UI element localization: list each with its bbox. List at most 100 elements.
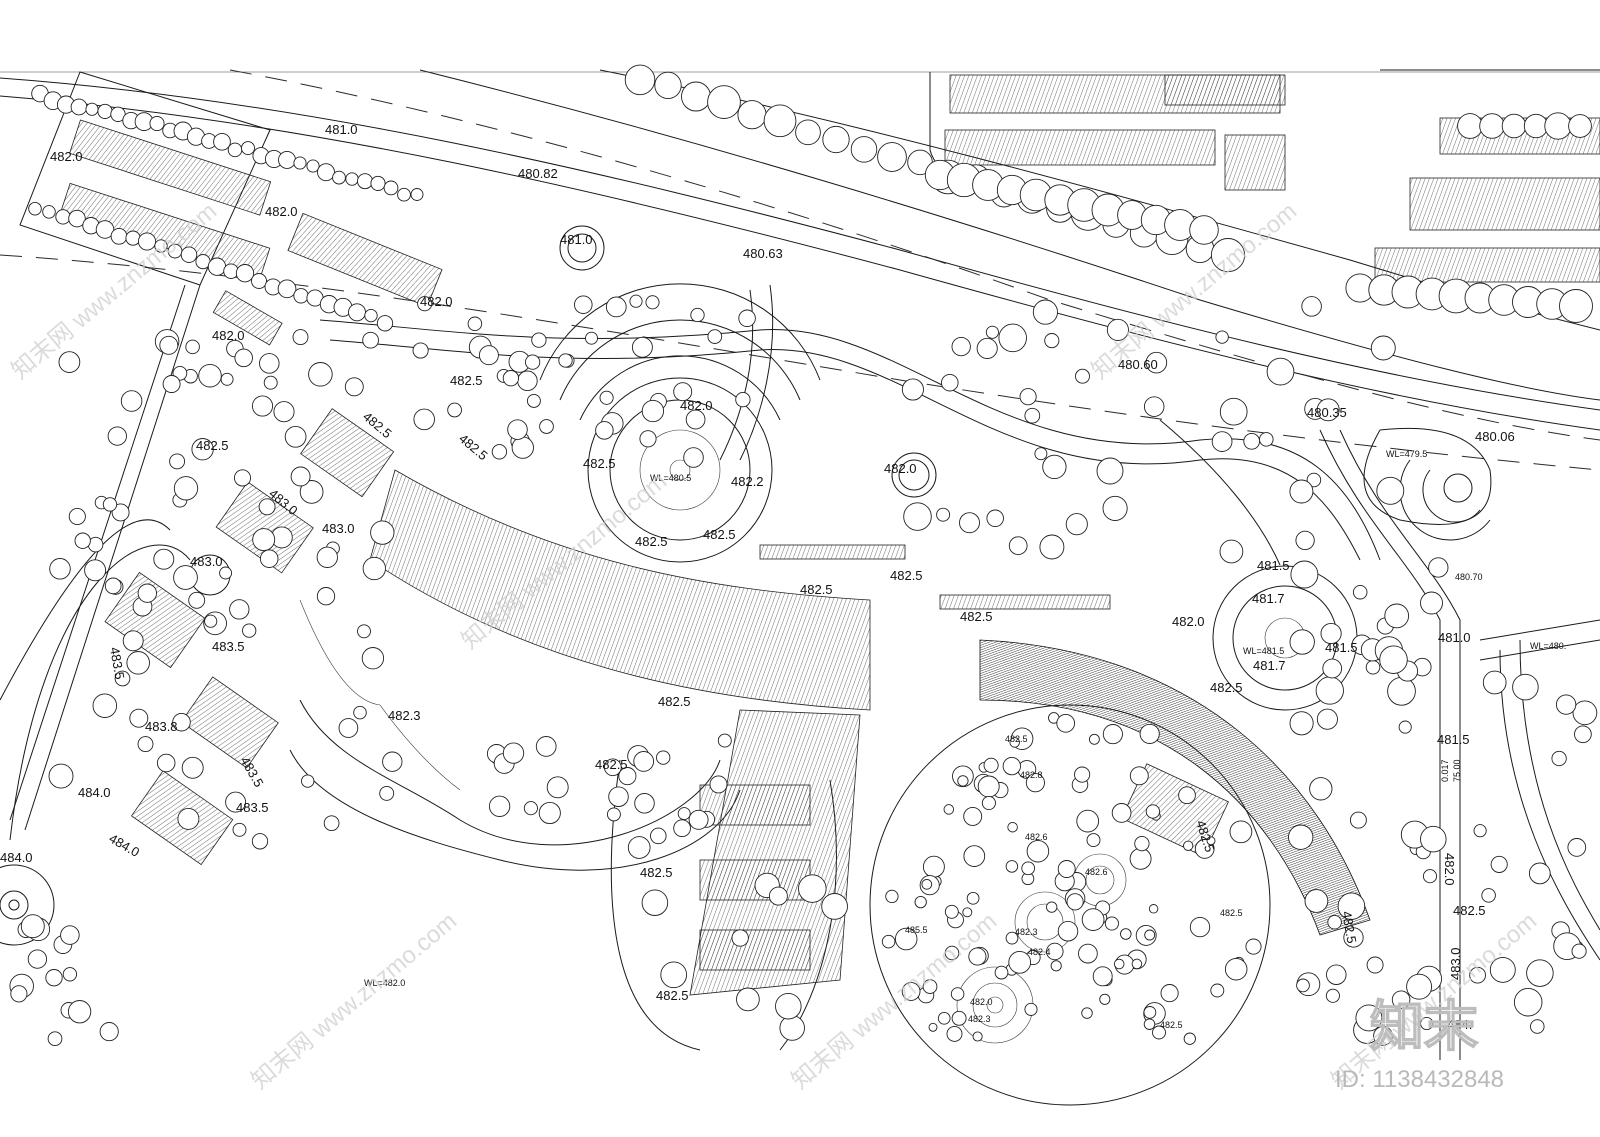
parking-top-left: [9, 71, 443, 831]
tree-canopy: [922, 855, 945, 878]
tree-canopy: [681, 81, 711, 112]
tree-canopy: [301, 774, 315, 788]
tree-canopy: [1370, 335, 1396, 361]
tree-canopy: [169, 453, 186, 470]
tree-canopy: [595, 421, 614, 440]
tree-canopy: [364, 308, 378, 323]
tree-canopy: [1322, 658, 1343, 679]
tree-canopy: [478, 345, 499, 366]
tree-canopy: [983, 757, 999, 773]
tree-canopy: [822, 125, 850, 154]
tree-canopy: [903, 502, 932, 531]
tree-canopy: [447, 402, 462, 418]
tree-canopy: [921, 878, 933, 890]
tree-canopy: [1096, 457, 1124, 485]
tree-canopy: [1145, 351, 1168, 374]
tree-canopy: [273, 401, 295, 423]
tree-canopy: [122, 630, 144, 652]
elevation-label: 482.0: [884, 461, 917, 476]
tree-canopy: [1316, 398, 1340, 422]
tree-canopy: [263, 375, 278, 390]
tree-canopy: [70, 98, 88, 116]
elevation-label: 481.5: [1325, 640, 1358, 655]
tree-canopy: [1134, 835, 1150, 852]
tree-canopy: [413, 408, 435, 431]
tree-canopy: [308, 362, 333, 387]
elevation-label: 484.0: [78, 785, 111, 800]
tree-canopy: [1042, 454, 1067, 480]
tree-canopy: [1019, 388, 1037, 406]
elevation-label: 482.5: [890, 568, 923, 583]
elevation-label: 482.5: [595, 757, 628, 772]
elevation-label: 0.017: [1440, 759, 1450, 782]
tree-canopy: [685, 409, 706, 430]
tree-canopy: [1008, 950, 1032, 974]
tree-canopy: [49, 558, 71, 580]
elevation-label: 482.0: [265, 204, 298, 219]
tree-canopy: [1219, 539, 1244, 564]
tree-canopy: [631, 336, 653, 358]
tree-canopy: [1337, 892, 1366, 920]
tree-canopy: [293, 156, 307, 170]
tree-canopy: [627, 836, 651, 859]
tree-canopy: [292, 329, 309, 346]
tree-canopy: [683, 447, 704, 468]
tree-canopy: [317, 163, 335, 182]
tree-canopy: [951, 1010, 967, 1026]
tree-canopy: [633, 751, 655, 772]
tree-canopy: [1489, 956, 1516, 983]
elevation-label-small: 482.8: [1020, 770, 1043, 780]
tree-canopy: [97, 103, 113, 119]
elevation-label: 481.5: [1257, 558, 1290, 573]
tree-canopy: [344, 377, 364, 397]
tree-canopy: [412, 342, 429, 359]
tree-canopy: [1081, 1007, 1093, 1019]
elevation-label: 482.0: [420, 294, 453, 309]
tree-canopy: [885, 889, 899, 904]
tree-canopy: [957, 775, 969, 787]
tree-canopy: [1075, 368, 1090, 384]
tree-canopy: [1026, 839, 1050, 863]
elevation-label-small: 485.5: [905, 925, 928, 935]
tree-canopy: [641, 399, 665, 423]
elevation-label: WL=481.5: [1243, 646, 1284, 656]
elevation-label: 75.00: [1452, 759, 1462, 782]
tree-canopy: [1005, 860, 1019, 873]
tree-canopy: [1571, 943, 1587, 959]
tree-canopy: [1076, 809, 1100, 833]
tree-canopy: [219, 566, 233, 580]
tree-canopy: [1211, 431, 1233, 452]
tree-canopy: [795, 119, 821, 146]
tree-canopy: [1428, 557, 1449, 578]
elevation-label-small: 482.5: [1220, 908, 1243, 918]
tree-canopy: [85, 102, 99, 116]
tree-canopy: [603, 758, 622, 777]
tree-canopy: [156, 753, 176, 773]
tree-canopy: [922, 979, 938, 994]
tree-canopy: [535, 736, 557, 757]
tree-canopy: [1021, 861, 1036, 876]
tree-canopy: [650, 827, 667, 845]
tree-canopy: [1066, 893, 1084, 911]
tree-canopy: [599, 390, 614, 405]
tree-canopy: [207, 257, 227, 276]
tree-canopy: [1102, 724, 1123, 745]
tree-canopy: [1139, 723, 1160, 744]
tree-canopy: [998, 323, 1027, 353]
tree-canopy: [1384, 603, 1410, 629]
tree-canopy: [1512, 673, 1539, 701]
tree-canopy: [606, 807, 621, 822]
tree-canopy: [235, 264, 255, 283]
tree-canopy: [1081, 908, 1105, 931]
tree-canopy: [1306, 472, 1322, 488]
tree-canopy: [137, 736, 154, 753]
tree-canopy: [735, 391, 751, 408]
elevation-label: 481.7: [1252, 591, 1285, 606]
tree-canopy: [1288, 824, 1314, 850]
tree-canopy: [1243, 432, 1261, 450]
tree-canopy: [74, 532, 91, 549]
elevation-label: 480.82: [518, 166, 558, 181]
tree-canopy: [1373, 1026, 1393, 1046]
elevation-label: 483.0: [190, 554, 223, 569]
tree-canopy: [1143, 396, 1165, 417]
